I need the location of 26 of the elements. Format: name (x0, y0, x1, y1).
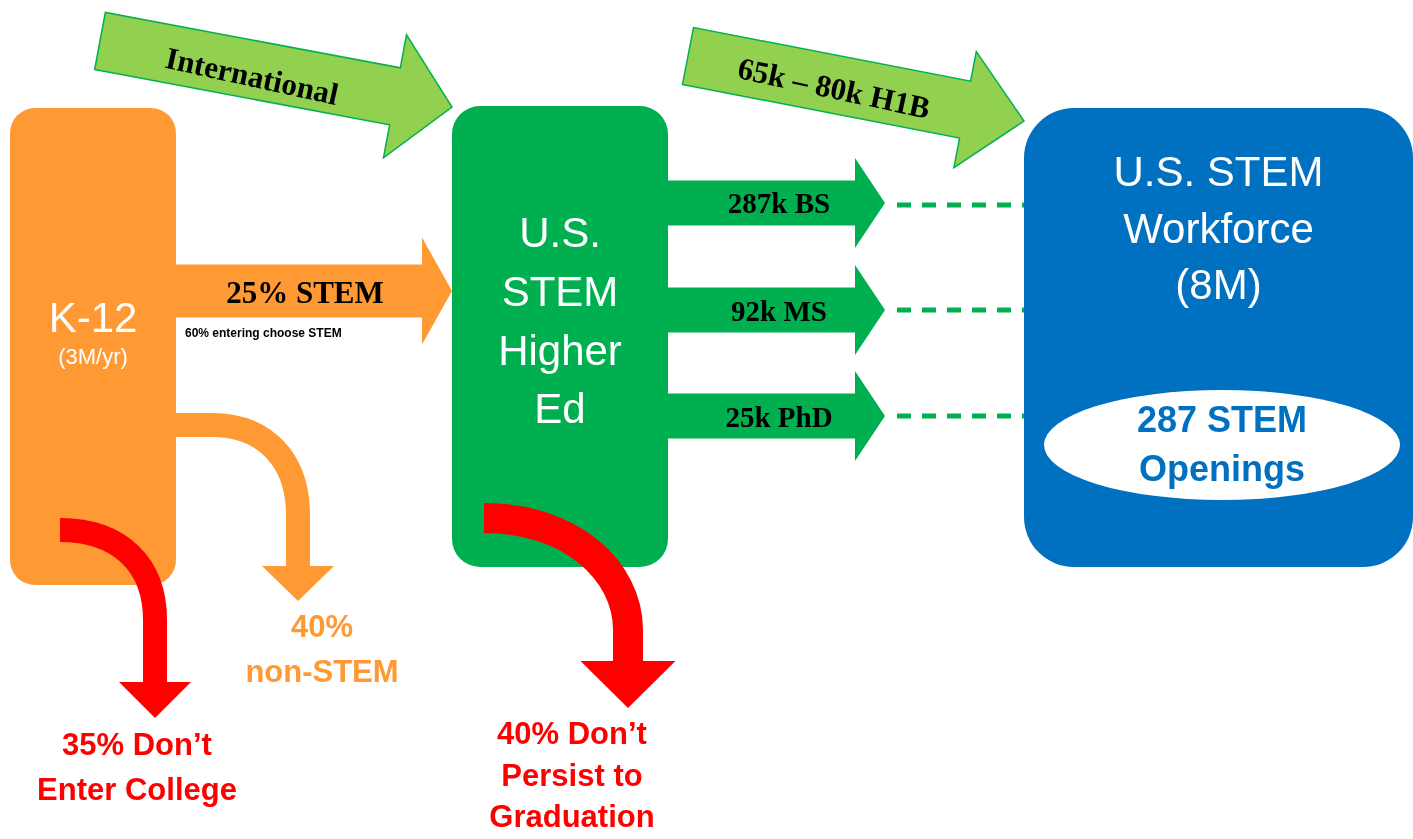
dashed-line (897, 307, 1024, 313)
outcome-label: 35% Don’t Enter College (36, 726, 238, 809)
block-arrow (93, 11, 453, 160)
block-arrow (681, 26, 1026, 170)
process-box (452, 106, 668, 567)
edge-label: 65k – 80k H1B (735, 52, 933, 124)
block-arrow (668, 265, 885, 355)
edge-label: 25k PhD (725, 402, 833, 432)
stage-note: (3M/yr) (58, 343, 128, 370)
process-box (1024, 108, 1413, 567)
stage-title: U.S. STEM Workforce (8M) (1112, 147, 1325, 311)
block-arrow (668, 371, 885, 461)
edge-label: 25% STEM (226, 276, 384, 308)
curved-arrow (59, 518, 191, 718)
block-arrow (176, 237, 452, 345)
stage-title: K-12 (48, 293, 138, 344)
process-box (10, 108, 176, 585)
block-arrow (668, 158, 885, 248)
outcome-label: 40% non-STEM (244, 608, 400, 691)
stage-title: U.S. STEM Higher Ed (497, 207, 623, 435)
dashed-line (897, 202, 1024, 208)
edge-label: 92k MS (731, 296, 827, 326)
dashed-line (897, 413, 1024, 419)
outcome-label: 40% Don’t Persist to Graduation (488, 714, 656, 837)
edge-label: 287k BS (727, 188, 831, 218)
oval-text: 287 STEM Openings (1135, 398, 1309, 491)
